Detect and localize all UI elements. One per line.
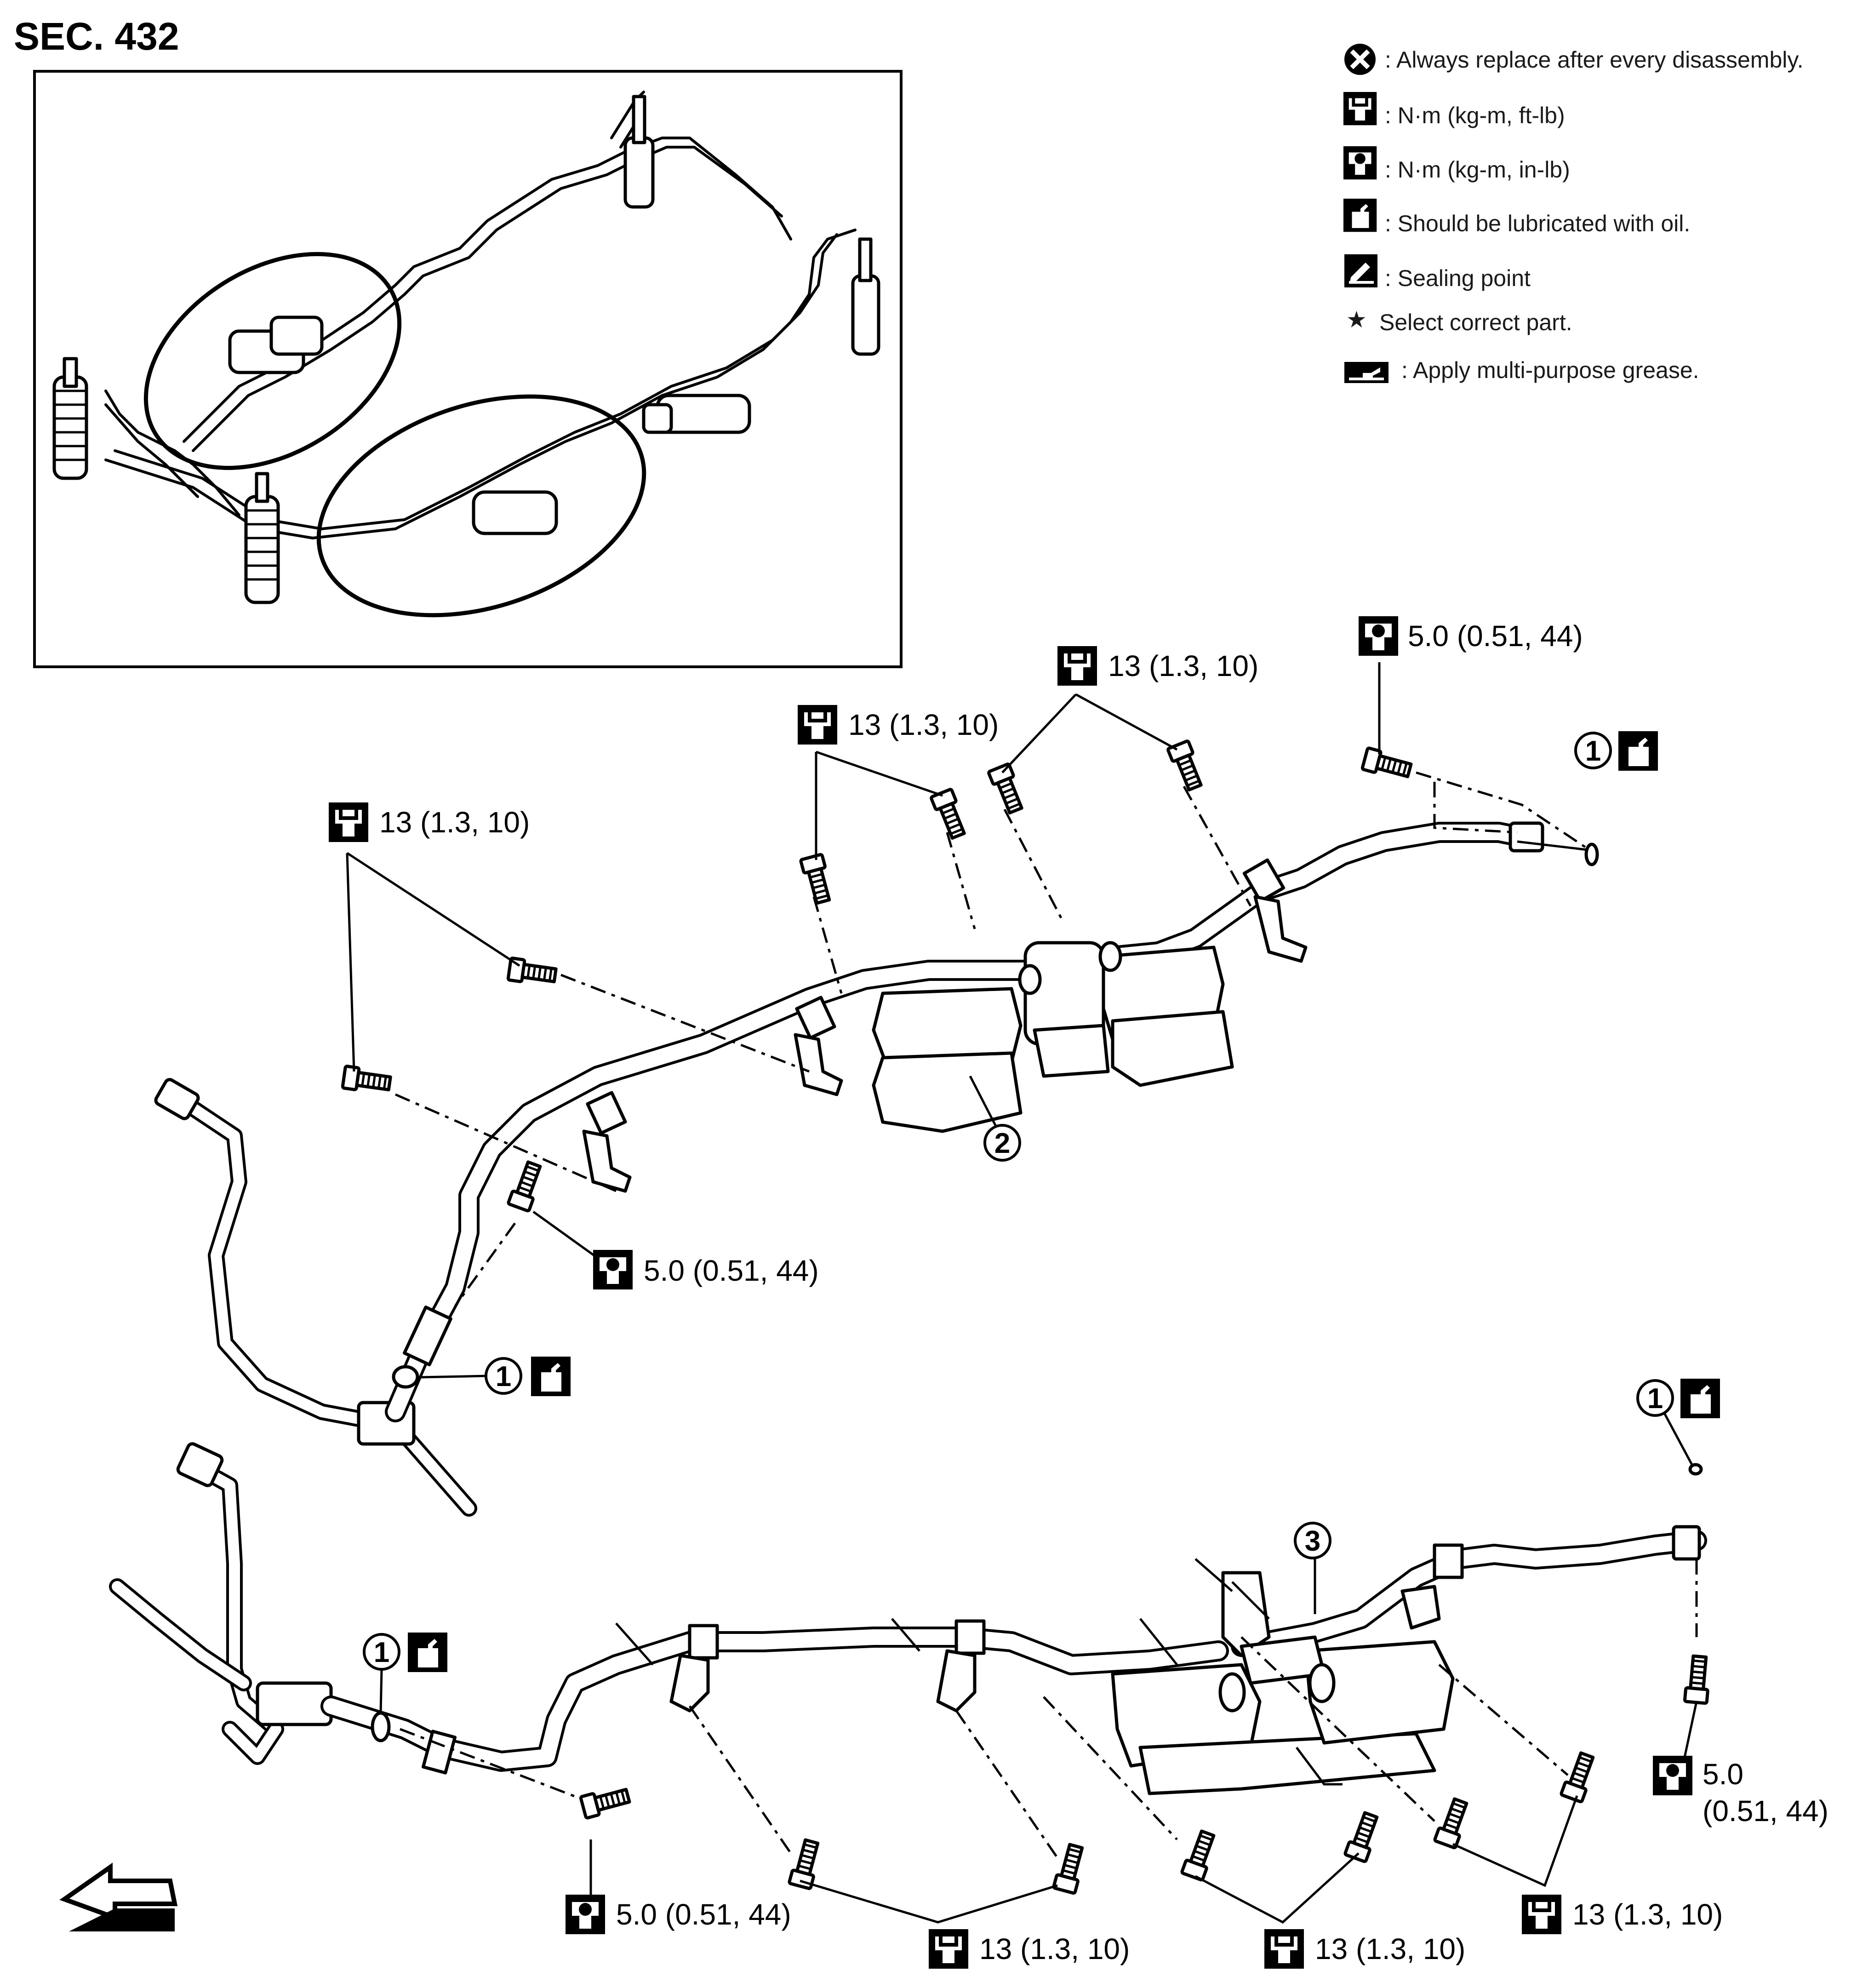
oil-can-icon [531, 1357, 571, 1396]
svg-text:5.0 (0.51, 44): 5.0 (0.51, 44) [616, 1898, 791, 1931]
torque-label-t4: 13 (1.3, 10) [329, 802, 530, 842]
upper-piping-assembly [154, 821, 1544, 1517]
always-replace-icon [1344, 44, 1376, 75]
torque-label-t7: 5.0 (0.51, 44) [566, 1895, 791, 1934]
sealing-point-icon [1344, 254, 1377, 287]
torque-label-t5: 5.0 (0.51, 44) [593, 1250, 819, 1289]
svg-text:13 (1.3, 10): 13 (1.3, 10) [979, 1932, 1130, 1965]
legend-item-lubricate: : Should be lubricated with oil. [1385, 211, 1690, 236]
grease-icon [1344, 362, 1388, 383]
callout-c4: 1 [1636, 1379, 1720, 1466]
torque-in-lb-icon [1343, 146, 1377, 180]
svg-text:5.0 (0.51, 44): 5.0 (0.51, 44) [644, 1254, 819, 1287]
legend-item-torque-ft-lb: : N·m (kg-m, ft-lb) [1385, 103, 1565, 128]
torque-label-t8: 13 (1.3, 10) [929, 1929, 1130, 1969]
front-direction-arrow-icon [59, 1862, 178, 1931]
lower-piping-assembly [109, 1442, 1707, 1795]
callout-c3: 1 [418, 1357, 571, 1396]
torque-label-t2: 13 (1.3, 10) [1057, 646, 1258, 686]
callout-c6: 1 [363, 1633, 447, 1713]
torque-in-lb-icon [566, 1895, 605, 1934]
svg-text:5.0 (0.51, 44): 5.0 (0.51, 44) [1408, 619, 1583, 653]
svg-text:13 (1.3, 10): 13 (1.3, 10) [1108, 649, 1258, 682]
torque-ft-lb-icon [1343, 92, 1377, 125]
torque-label-t9: 13 (1.3, 10) [1264, 1929, 1465, 1969]
callout-c5: 3 [1294, 1522, 1331, 1614]
svg-text:13 (1.3, 10): 13 (1.3, 10) [1572, 1898, 1723, 1931]
svg-text:13 (1.3, 10): 13 (1.3, 10) [379, 806, 530, 839]
oil-can-icon [408, 1633, 447, 1672]
legend-item-sealing-point: : Sealing point [1385, 265, 1531, 291]
torque-label-t1: 5.0 (0.51, 44) [1359, 616, 1583, 656]
torque-in-lb-icon [1653, 1756, 1692, 1795]
svg-text:1: 1 [496, 1361, 511, 1392]
legend: : Always replace after every disassembly… [1343, 44, 1804, 383]
oil-can-icon [1343, 199, 1377, 232]
torque-in-lb-icon [593, 1250, 633, 1289]
svg-text:(0.51, 44): (0.51, 44) [1703, 1794, 1828, 1828]
svg-text:1: 1 [1585, 735, 1601, 767]
svg-text:13 (1.3, 10): 13 (1.3, 10) [848, 708, 999, 741]
torque-ft-lb-icon [929, 1929, 968, 1969]
overview-inset [33, 70, 903, 668]
legend-item-grease: : Apply multi-purpose grease. [1401, 357, 1699, 383]
torque-ft-lb-icon [329, 802, 368, 842]
torque-label-t10: 13 (1.3, 10) [1522, 1895, 1723, 1934]
svg-text:1: 1 [1647, 1383, 1663, 1415]
legend-item-select-part: Select correct part. [1379, 309, 1572, 335]
svg-text:5.0: 5.0 [1703, 1758, 1743, 1791]
torque-ft-lb-icon [1522, 1895, 1561, 1934]
oil-can-icon [1680, 1379, 1720, 1418]
svg-text:1: 1 [374, 1637, 389, 1668]
svg-text:2: 2 [994, 1128, 1010, 1159]
torque-label-t3: 13 (1.3, 10) [798, 705, 999, 745]
legend-item-always-replace: : Always replace after every disassembly… [1385, 47, 1804, 73]
torque-ft-lb-icon [1057, 646, 1097, 686]
oil-can-icon [1618, 731, 1658, 771]
section-label: SEC. 432 [14, 15, 179, 58]
torque-in-lb-icon [1359, 616, 1398, 656]
star-icon: ★ [1346, 307, 1367, 332]
legend-item-torque-in-lb: : N·m (kg-m, in-lb) [1385, 157, 1570, 183]
torque-ft-lb-icon [1264, 1929, 1304, 1969]
callout-c2: 2 [969, 1075, 1021, 1162]
torque-label-t6: 5.0 (0.51, 44) [1653, 1756, 1828, 1828]
callout-c1: 1 [1574, 731, 1658, 771]
svg-text:13 (1.3, 10): 13 (1.3, 10) [1315, 1932, 1465, 1965]
torque-ft-lb-icon [798, 705, 837, 745]
svg-text:3: 3 [1305, 1525, 1320, 1557]
